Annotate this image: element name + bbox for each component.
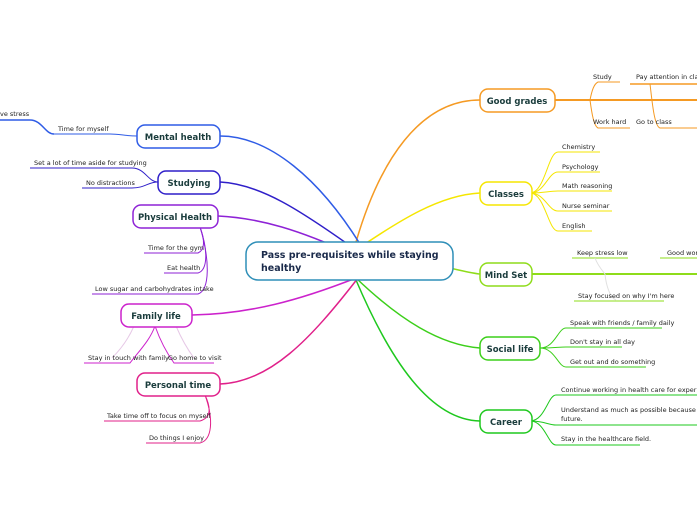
mental-health-node[interactable]: [136, 124, 221, 149]
go-to-class-label: Go to class: [636, 118, 672, 126]
go-home-label: Go home to visit: [168, 354, 222, 362]
branch-family-life: Family life Stay in touch with family Go…: [84, 277, 357, 364]
social-life-label: Social life: [487, 345, 534, 355]
central-topic[interactable]: Pass pre-requisites while staying health…: [245, 241, 454, 281]
branch-good-grades: Good grades Study Pay attention in class…: [355, 73, 697, 243]
personal-time-label: Personal time: [145, 381, 212, 391]
branch-personal-time: Personal time Take time off to focus on …: [104, 277, 359, 444]
family-life-node[interactable]: [120, 303, 193, 328]
career-label: Career: [490, 418, 523, 428]
studying-label: Studying: [168, 179, 211, 189]
mind-set-node[interactable]: [479, 262, 533, 287]
get-out-label: Get out and do something: [570, 358, 655, 366]
branch-mental-health: Mental health ve stress Time for myself: [0, 110, 361, 245]
understand-label: Understand as much as possible because I…: [561, 406, 697, 414]
relieve-stress-label: ve stress: [0, 110, 30, 118]
central-title-line2: healthy: [261, 263, 302, 274]
do-things-label: Do things I enjoy: [149, 434, 204, 442]
stay-in-touch-label: Stay in touch with family: [88, 354, 169, 362]
physical-health-label: Physical Health: [138, 213, 212, 223]
branch-career: Career Continue working in health care f…: [355, 279, 697, 446]
good-grades-node[interactable]: [479, 88, 556, 113]
branch-physical-health: Physical Health Time for the gym Eat hea…: [92, 204, 357, 295]
classes-node[interactable]: [479, 181, 533, 206]
pay-attention-label: Pay attention in class: [636, 73, 697, 81]
physical-health-node[interactable]: [132, 204, 219, 229]
future-label: future.: [561, 415, 583, 423]
set-time-aside-label: Set a lot of time aside for studying: [34, 159, 147, 167]
branch-classes: Classes Chemistry Psychology Math reason…: [355, 143, 612, 251]
good-work-label: Good work: [667, 249, 697, 257]
nurse-seminar-label: Nurse seminar: [562, 202, 610, 210]
personal-time-node[interactable]: [136, 372, 221, 397]
branch-mind-set: Mind Set Keep stress low Good work Stay …: [439, 249, 697, 302]
english-label: English: [562, 222, 585, 230]
good-grades-label: Good grades: [487, 97, 548, 107]
study-label: Study: [593, 73, 612, 81]
psychology-label: Psychology: [562, 163, 599, 171]
social-life-node[interactable]: [479, 336, 541, 361]
dont-stay-in-label: Don't stay in all day: [570, 338, 635, 346]
central-title-line1: Pass pre-requisites while staying: [261, 250, 439, 261]
continue-working-label: Continue working in health care for expe…: [561, 386, 697, 394]
keep-stress-low-label: Keep stress low: [577, 249, 628, 257]
stay-healthcare-label: Stay in the healthcare field.: [561, 435, 651, 443]
take-time-off-label: Take time off to focus on myself: [106, 412, 211, 420]
math-reasoning-label: Math reasoning: [562, 182, 612, 190]
eat-health-label: Eat health: [167, 264, 200, 272]
mind-set-label: Mind Set: [485, 271, 527, 281]
family-life-label: Family life: [131, 312, 181, 322]
classes-label: Classes: [488, 190, 524, 200]
studying-node[interactable]: [157, 170, 221, 195]
central-node[interactable]: [245, 241, 454, 281]
no-distractions-label: No distractions: [86, 179, 135, 187]
mental-health-label: Mental health: [145, 133, 212, 143]
chemistry-label: Chemistry: [562, 143, 595, 151]
low-sugar-label: Low sugar and carbohydrates intake: [95, 285, 214, 293]
branch-studying: Studying Set a lot of time aside for stu…: [30, 159, 357, 251]
career-node[interactable]: [479, 409, 533, 434]
speak-friends-label: Speak with friends / family daily: [570, 319, 674, 327]
time-for-myself-label: Time for myself: [57, 125, 109, 133]
work-hard-label: Work hard: [593, 118, 626, 126]
time-for-gym-label: Time for the gym: [147, 244, 204, 252]
stay-focused-label: Stay focused on why I'm here: [578, 292, 674, 300]
branch-social-life: Social life Speak with friends / family …: [355, 277, 674, 368]
